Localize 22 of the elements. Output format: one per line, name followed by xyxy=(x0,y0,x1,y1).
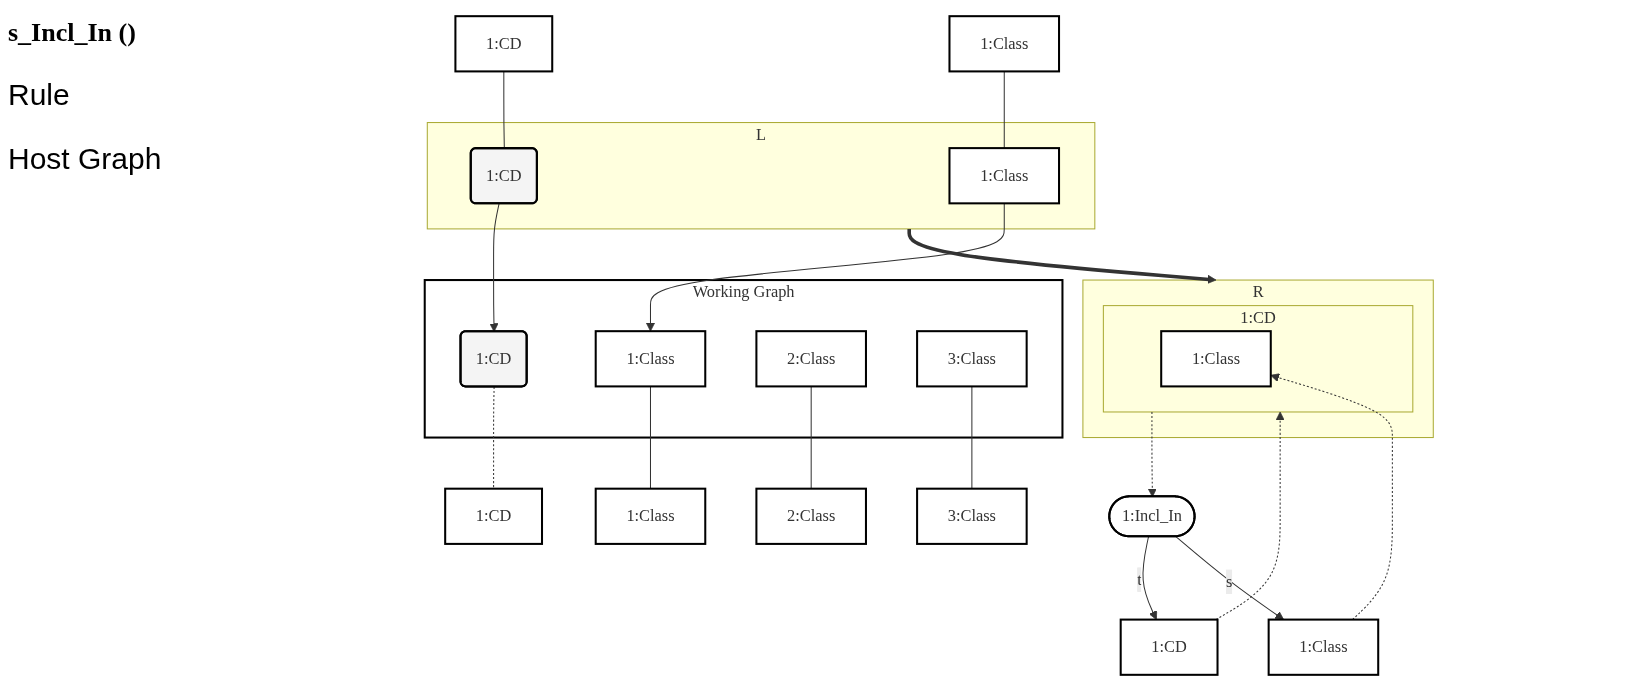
node-box: 2:Class xyxy=(755,330,867,388)
node-box: 2:Class xyxy=(755,487,867,545)
side-label: Rule xyxy=(8,78,71,112)
title: s_Incl_In () xyxy=(8,18,137,48)
node-box: 1:Class xyxy=(1160,330,1272,388)
node-box: 1:CD xyxy=(1119,618,1219,676)
arrow xyxy=(1215,411,1285,621)
node-box: 1:Class xyxy=(948,15,1061,73)
node-box: 1:Class xyxy=(594,487,707,545)
arrow xyxy=(907,228,1217,284)
node-box: 1:CD xyxy=(454,15,554,73)
node-box: 1:CD xyxy=(444,487,544,545)
edge-label: t xyxy=(1137,570,1142,588)
node-box: 3:Class xyxy=(916,330,1028,388)
node-box: 3:Class xyxy=(916,487,1028,545)
node-box: 1:Class xyxy=(594,330,707,388)
arrow xyxy=(1175,536,1285,620)
node-box: 1:Class xyxy=(948,147,1061,205)
edge-label: s xyxy=(1225,572,1233,590)
side-label: Host Graph xyxy=(8,142,163,176)
node-box: 1:Class xyxy=(1267,618,1380,676)
arrow xyxy=(1142,536,1158,620)
